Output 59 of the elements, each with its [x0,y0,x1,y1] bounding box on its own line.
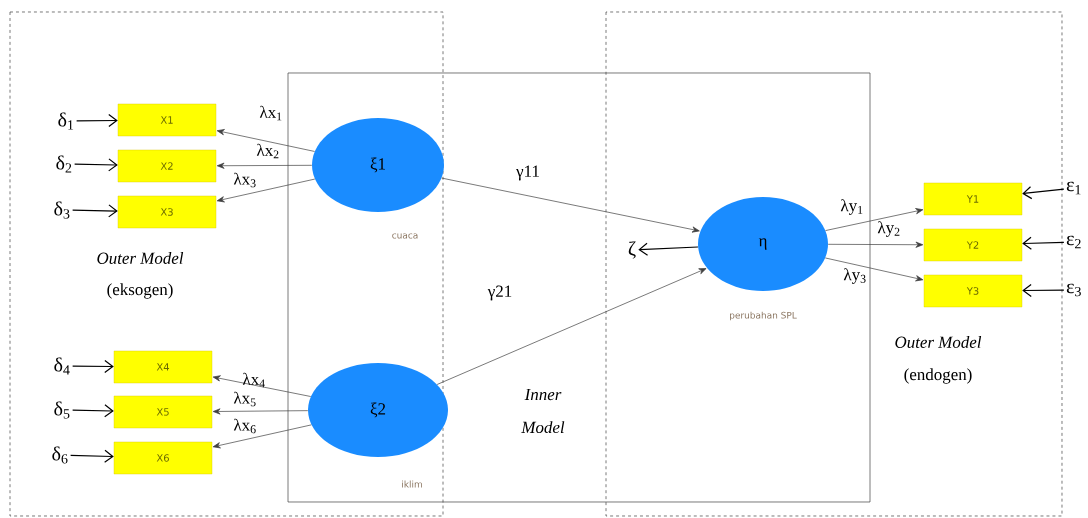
arrow [824,257,924,282]
edge-label: γ21 [487,285,512,301]
region-title: Outer Model [97,252,184,264]
arrow [72,204,118,218]
arrow [441,177,700,233]
error-term: δ$_{2}$ [56,155,72,173]
indicator-box: Y3 [923,274,1023,308]
edge-label: λx$_{6}$ [233,418,256,434]
edge-label: λx$_{1}$ [259,105,282,121]
edge-label: λx$_{4}$ [242,372,265,388]
error-term: δ$_{3}$ [54,201,70,219]
arrow [72,404,114,418]
region-title: Outer Model [895,336,982,348]
error-term: ε$_{1}$ [1066,181,1081,195]
arrow [76,113,118,128]
arrow [216,178,316,203]
indicator-box: X6 [113,441,213,475]
arrow [216,162,313,169]
arrow [638,242,699,256]
arrow [1022,186,1065,200]
arrow [212,408,309,415]
arrow [74,158,118,172]
error-term: ε$_{3}$ [1066,283,1081,297]
arrow [212,375,312,397]
arrow [212,424,312,449]
caption-text: perubahan SPL [730,311,797,321]
indicator-box: X2 [117,149,217,183]
indicator-box: X3 [117,195,217,229]
arrow [1022,283,1065,298]
edge-label: λy$_{2}$ [877,221,900,237]
caption-text: iklim [402,480,422,488]
error-term: ε$_{2}$ [1066,235,1081,249]
arrow [1022,236,1065,250]
error-term: δ$_{5}$ [54,401,70,419]
error-term: ζ [628,241,636,259]
error-term: δ$_{1}$ [58,112,74,130]
error-term: δ$_{4}$ [54,357,70,375]
indicator-box: X1 [117,103,217,137]
indicator-box: Y1 [923,182,1023,216]
arrow [70,449,114,463]
edge-label: λx$_{2}$ [256,143,279,159]
edge-label: γ11 [516,165,539,181]
arrow [436,268,707,385]
edge-label: λy$_{1}$ [840,199,863,215]
indicator-box: Y2 [923,228,1023,262]
error-term: δ$_{6}$ [52,446,68,464]
edge-label: λx$_{3}$ [233,172,256,188]
indicator-box: X5 [113,395,213,429]
region-subtitle: (eksogen) [107,283,173,299]
indicator-box: X4 [113,350,213,384]
edge-label: λx$_{5}$ [233,391,256,407]
edge-label: λy$_{3}$ [843,268,866,284]
arrow [825,208,924,231]
arrow [827,241,924,248]
caption-text: cuaca [392,233,418,239]
arrow [72,359,114,374]
arrow [216,129,315,152]
region-title: Inner Model [521,388,565,434]
region-subtitle: (endogen) [904,368,972,384]
